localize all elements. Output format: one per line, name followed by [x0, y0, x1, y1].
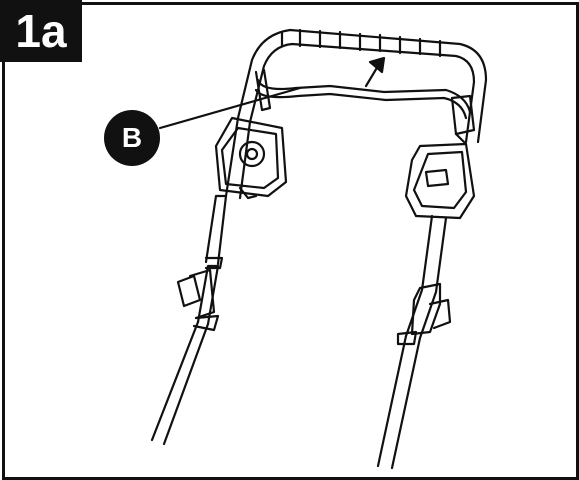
safety-bail-bar	[254, 68, 472, 120]
right-lower-tube	[376, 214, 448, 470]
step-label: 1a	[0, 0, 82, 62]
left-control-box	[214, 116, 288, 200]
left-quick-release-clamp	[176, 256, 224, 332]
right-control-box	[404, 94, 476, 220]
upper-handle-bar	[224, 28, 488, 200]
lift-arrow	[364, 56, 386, 88]
callout-b: B	[104, 110, 160, 166]
left-lower-tube	[150, 194, 228, 446]
callout-leader-line	[158, 86, 302, 130]
right-quick-release-clamp	[396, 282, 452, 346]
